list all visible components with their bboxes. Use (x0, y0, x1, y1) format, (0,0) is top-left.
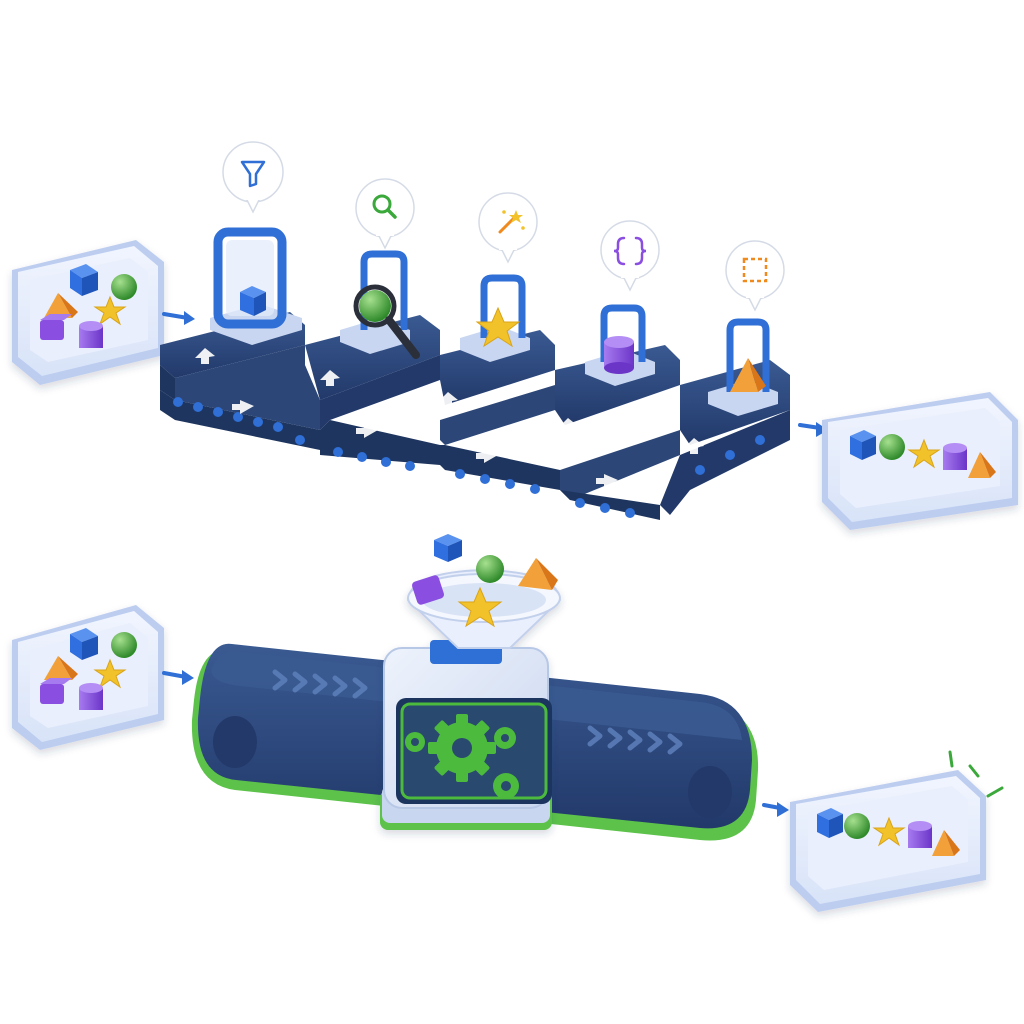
station-frame (213, 227, 287, 329)
cube-shape (70, 270, 82, 296)
dashed-selection-icon (742, 257, 768, 283)
purple-cube-shape (40, 684, 64, 704)
bottom-input-tray (12, 605, 164, 750)
belt-arrow-icon (596, 474, 618, 488)
hopper-items (412, 534, 558, 628)
cylinder-shape (79, 326, 103, 348)
sphere-shape (111, 632, 137, 658)
pyramid-shape (932, 830, 954, 856)
magnifier-icon (372, 194, 397, 219)
top-pipeline (12, 141, 1018, 530)
chevron-right-icon (607, 727, 623, 749)
belt-arrow-icon (232, 400, 254, 414)
belt-arrow-icon (195, 348, 215, 364)
purple-cube-shape (412, 575, 444, 605)
belt-arrow-icon (558, 418, 578, 434)
pyramid-shape (44, 293, 72, 318)
flow-arrow-head-icon (184, 311, 195, 325)
cube-shape (70, 264, 98, 278)
star-shape (93, 658, 127, 689)
stations (210, 141, 785, 416)
gears-icon (405, 714, 519, 799)
braces-icon (613, 236, 647, 266)
cylinder-shape (943, 448, 967, 470)
sphere-shape (476, 555, 504, 583)
star-shape (872, 816, 906, 847)
belt-arrow-icon (356, 424, 378, 438)
magnifier-lens (353, 284, 397, 328)
success-sparkle-icon (948, 750, 1004, 798)
chevron-right-icon (647, 731, 663, 753)
flow-arrow-head-icon (182, 670, 194, 685)
bottom-output-tray (790, 770, 986, 912)
top-belt-rollers (173, 397, 765, 518)
chevron-right-icon (352, 677, 368, 699)
sphere-shape (359, 290, 391, 322)
chevron-right-icon (292, 671, 308, 693)
bottom-pipeline (12, 534, 1004, 912)
belt-arrow-icon (476, 449, 498, 463)
cylinder-shape (79, 688, 103, 710)
magic-wand-icon (498, 210, 525, 234)
bottom-output-items (817, 808, 960, 856)
pyramid-shape (518, 558, 552, 590)
top-output-items (850, 430, 996, 478)
belt-arrow-icon (438, 392, 458, 408)
flow-arrow-head-icon (777, 802, 789, 817)
processing-machine (380, 568, 562, 830)
belt-arrow-icon (320, 370, 340, 386)
cube-shape (82, 272, 98, 296)
pyramid-shape (44, 656, 72, 680)
station-inspect (340, 178, 420, 359)
pyramid-shape (730, 358, 758, 392)
sphere-shape (111, 274, 137, 300)
star-shape (907, 438, 941, 469)
sphere-shape (879, 434, 905, 460)
chevron-right-icon (667, 733, 683, 755)
top-input-items (40, 264, 137, 348)
station-structure (585, 220, 660, 386)
purple-cube-shape (40, 320, 64, 340)
chevron-right-icon (332, 675, 348, 697)
pyramid-shape (58, 293, 78, 318)
belt-chevrons (272, 669, 683, 755)
belt-direction-arrows (195, 348, 704, 488)
station-filter (210, 141, 302, 345)
star-shape (475, 306, 521, 348)
belt-arrow-icon (684, 438, 704, 454)
chevron-right-icon (272, 669, 288, 691)
chevron-right-icon (627, 729, 643, 751)
bottom-input-items (40, 628, 137, 710)
station-enhance (460, 192, 538, 362)
sphere-shape (844, 813, 870, 839)
star-shape (93, 295, 127, 326)
top-input-tray (12, 240, 164, 385)
funnel-icon (240, 160, 266, 188)
star-shape (457, 586, 503, 628)
chevron-right-icon (587, 725, 603, 747)
cylinder-shape (908, 826, 932, 848)
station-select (708, 240, 785, 416)
chevron-right-icon (312, 673, 328, 695)
pyramid-shape (968, 452, 990, 478)
